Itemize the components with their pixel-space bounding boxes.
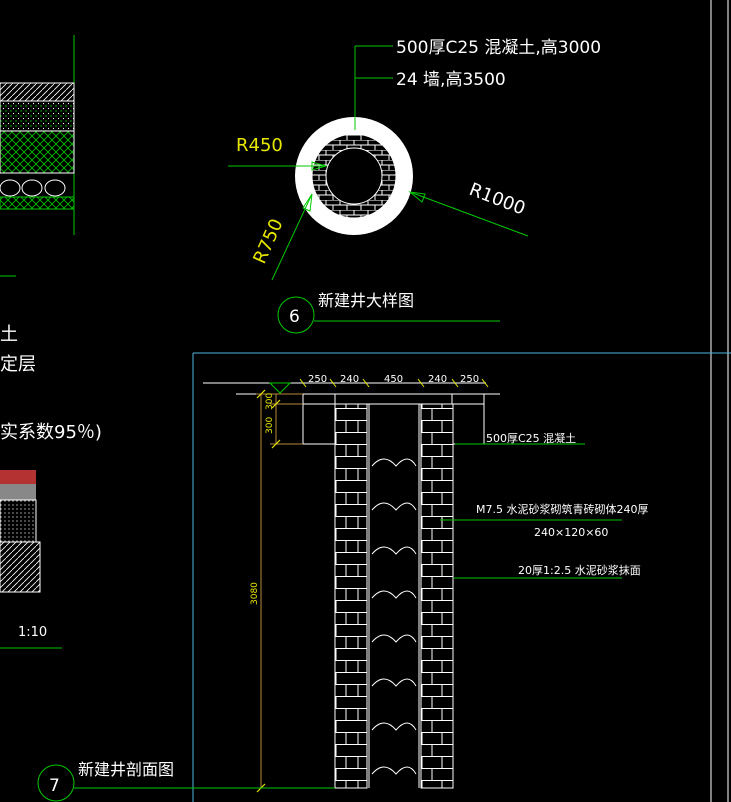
dim-vertical-ticks bbox=[256, 389, 281, 793]
note-masonry: M7.5 水泥砂浆砌筑青砖砌体240厚 bbox=[476, 502, 648, 516]
water-symbols bbox=[371, 458, 417, 775]
section-7-title: 新建井剖面图 bbox=[78, 760, 174, 779]
section-7-frame bbox=[192, 352, 731, 802]
detail-6-number: 6 bbox=[289, 307, 300, 327]
dim-ticks bbox=[299, 378, 489, 388]
layer-dots bbox=[0, 100, 75, 132]
dim-300-b: 300 bbox=[265, 417, 275, 434]
left-fragment: 土 定层 实系数95％) 1:10 bbox=[0, 35, 102, 649]
layer-hatch bbox=[0, 130, 75, 174]
arrow-r1000 bbox=[408, 191, 426, 203]
detail-6-number-circle bbox=[277, 296, 315, 334]
dim-top-1: 240 bbox=[340, 374, 359, 385]
left-road-grey bbox=[0, 484, 36, 500]
section-7-number: 7 bbox=[49, 776, 60, 796]
section-7-number-circle bbox=[37, 764, 75, 802]
layer-top bbox=[0, 82, 75, 102]
detail-6-plan: 500厚C25 混凝土,高3000 24 墙,高3500 R450 R750 R… bbox=[228, 38, 601, 334]
left-scale: 1:10 bbox=[18, 625, 47, 640]
dim-top-3: 240 bbox=[428, 374, 447, 385]
layer-gravel bbox=[0, 179, 74, 198]
arrow-r450 bbox=[311, 161, 328, 171]
concrete-block-right bbox=[451, 403, 485, 445]
note-concrete: 500厚C25 混凝土 bbox=[486, 431, 576, 445]
level-marker bbox=[268, 382, 292, 394]
brick-wall-right bbox=[420, 403, 454, 789]
label-concrete: 500厚C25 混凝土,高3000 bbox=[396, 38, 601, 58]
label-r1000: R1000 bbox=[466, 179, 528, 220]
dim-300-a: 300 bbox=[265, 393, 275, 410]
collar-right bbox=[451, 393, 485, 405]
label-r450: R450 bbox=[236, 135, 283, 156]
left-road-hatch bbox=[0, 541, 41, 593]
well-inner bbox=[325, 147, 383, 205]
note-brick-size: 240×120×60 bbox=[534, 526, 608, 539]
left-text-a: 土 bbox=[0, 324, 18, 345]
left-road-dots bbox=[0, 499, 37, 543]
leader-r750 bbox=[271, 193, 313, 281]
detail-6-title: 新建井大样图 bbox=[318, 291, 414, 310]
label-wall: 24 墙,高3500 bbox=[396, 70, 506, 90]
left-text-b: 定层 bbox=[0, 354, 36, 375]
dim-3080: 3080 bbox=[250, 582, 260, 605]
left-road-red bbox=[0, 470, 36, 484]
collar-left bbox=[302, 393, 336, 405]
layer-base bbox=[0, 196, 75, 210]
dim-top-4: 250 bbox=[460, 374, 479, 385]
dim-top-2: 450 bbox=[384, 374, 403, 385]
note-plaster: 20厚1:2.5 水泥砂浆抹面 bbox=[518, 563, 641, 577]
left-text-c: 实系数95％) bbox=[0, 422, 102, 443]
concrete-block-left bbox=[302, 403, 336, 445]
brick-wall-left bbox=[334, 403, 368, 789]
section-7-drawing: 250 240 450 240 250 bbox=[37, 374, 648, 802]
arrow-r750 bbox=[302, 193, 313, 212]
dim-top-0: 250 bbox=[308, 374, 327, 385]
leader-r1000 bbox=[409, 191, 529, 237]
